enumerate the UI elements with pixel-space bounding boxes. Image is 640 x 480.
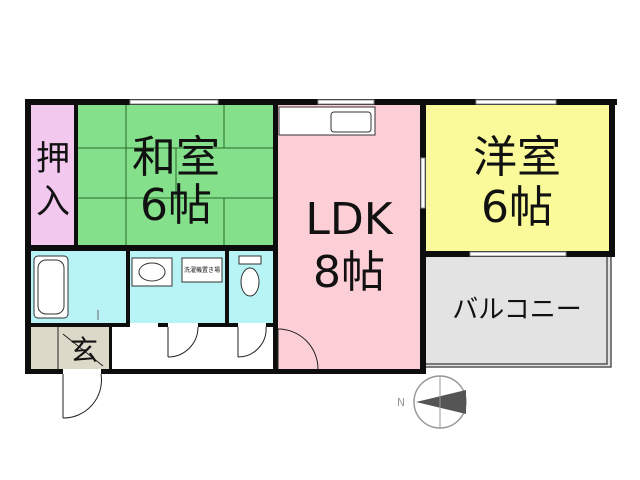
youshitsu-size: 6帖 (481, 182, 553, 233)
genkan-label: 玄 (70, 334, 98, 367)
youshitsu-room (426, 105, 609, 253)
ldk-label: LDK (305, 194, 393, 245)
washitsu-size: 6帖 (140, 180, 212, 231)
tatami-lines (78, 105, 273, 245)
washitsu-label: 和室 (132, 132, 220, 183)
washing-machine-space: 洗濯機置き場 (181, 257, 223, 283)
oshiire-label-1: 押 (36, 139, 70, 179)
balcony-label: バルコニー (452, 295, 581, 325)
ldk-room (277, 105, 422, 369)
balcony-railing (426, 257, 612, 368)
washing-machine-label: 洗濯機置き場 (184, 266, 220, 274)
balcony (426, 257, 611, 367)
compass-north-label: N (397, 396, 405, 409)
ldk-size: 8帖 (313, 247, 385, 298)
oshiire-label-2: 入 (36, 182, 70, 222)
windows (129, 99, 567, 257)
youshitsu-label: 洋室 (473, 132, 561, 183)
door-swings (57, 326, 319, 419)
oshiire-closet (31, 105, 74, 245)
hallway (112, 327, 273, 369)
toilet-icon (238, 255, 262, 297)
compass-icon (413, 375, 467, 429)
kitchen-counter (278, 106, 376, 136)
wash-basin-icon (131, 257, 173, 287)
bathtub-icon (33, 255, 69, 319)
